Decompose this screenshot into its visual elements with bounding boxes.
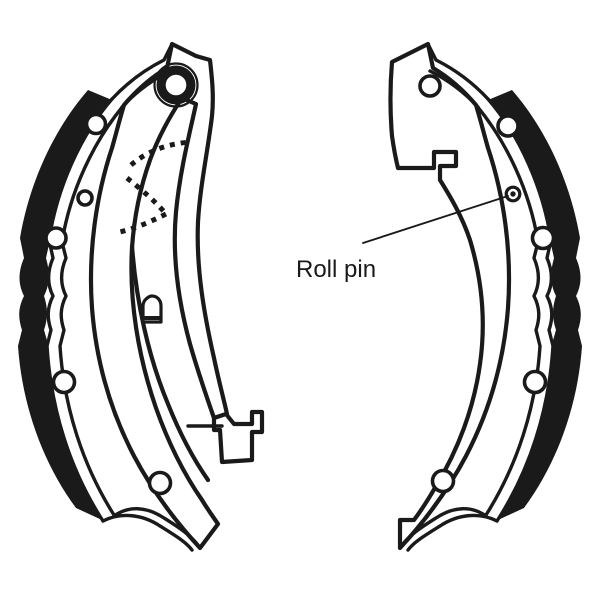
right-shoe-heel-edge-2	[406, 513, 499, 552]
left-shoe-retainer-slot	[141, 294, 163, 324]
left-brake-shoe	[18, 41, 265, 552]
left-shoe-pivot-eyelet	[153, 62, 199, 108]
rivet-hole	[496, 114, 520, 138]
roll-pin-callout: Roll pin	[296, 195, 509, 283]
left-shoe-hidden-line-3	[119, 211, 168, 235]
right-shoe-plate	[388, 41, 512, 551]
right-shoe-roll-pin	[504, 185, 522, 203]
left-shoe-rim-inner	[58, 103, 126, 517]
left-shoe-heel-edge-2	[101, 513, 194, 552]
left-shoe-plate	[88, 41, 230, 551]
left-shoe-nose-edge	[110, 42, 174, 101]
rivet-hole	[522, 369, 548, 395]
rivet-hole	[44, 226, 68, 250]
rivet-hole	[147, 470, 173, 496]
left-shoe-web-rib	[129, 243, 211, 483]
left-friction-lining	[18, 90, 112, 520]
roll-pin-label: Roll pin	[296, 256, 376, 283]
right-brake-shoe	[388, 41, 582, 552]
rivet-hole	[430, 468, 456, 494]
roll-pin-leader-line	[362, 195, 509, 244]
right-friction-lining	[488, 90, 582, 520]
right-shoe-rivet-holes	[418, 74, 556, 494]
rivet-hole	[76, 189, 94, 207]
right-shoe-rim-outer	[486, 97, 555, 523]
right-shoe-rim-inner	[474, 103, 542, 517]
left-shoe-rivet-holes	[44, 112, 173, 496]
rivet-hole	[51, 369, 77, 395]
rivet-hole	[418, 74, 442, 98]
left-shoe-bracket	[186, 409, 265, 465]
left-shoe-rim-outer	[45, 97, 114, 523]
left-shoe-hidden-line-1	[129, 139, 191, 167]
right-shoe-nose-edge	[426, 42, 490, 101]
right-shoe-nose-edge-2	[428, 69, 480, 109]
rivet-hole	[84, 112, 108, 136]
left-shoe-heel-edge	[112, 507, 202, 550]
rivet-hole	[530, 225, 556, 251]
right-shoe-heel-edge	[398, 507, 488, 550]
left-shoe-hidden-line-2	[125, 176, 168, 216]
